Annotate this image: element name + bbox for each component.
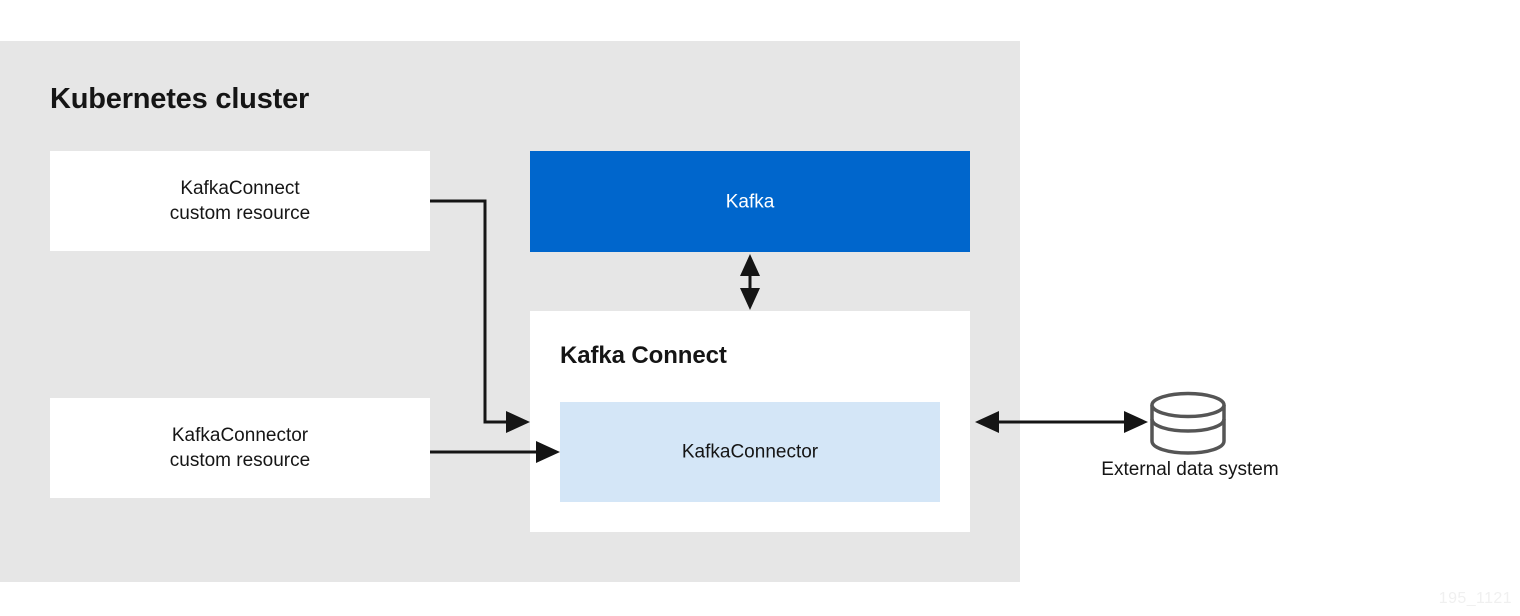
database-cylinder-icon xyxy=(1150,391,1226,455)
kafkaconnector-cr-label-line1: KafkaConnector xyxy=(171,425,309,446)
cluster-title: Kubernetes cluster xyxy=(50,83,310,115)
kafkaconnector-instance-label: KafkaConnector xyxy=(681,441,819,463)
kafkaconnect-cr-label-line2: custom resource xyxy=(169,203,311,224)
kafka-box: Kafka xyxy=(530,151,970,252)
kafkaconnect-cr-label-line1: KafkaConnect xyxy=(180,178,300,199)
kafkaconnector-custom-resource-box: KafkaConnector custom resource xyxy=(50,398,430,498)
kafkaconnector-cr-label-line2: custom resource xyxy=(169,450,311,471)
external-data-system-label: External data system xyxy=(1101,459,1279,480)
kafkaconnect-custom-resource-box: KafkaConnect custom resource xyxy=(50,151,430,251)
kafkaconnect-cr-label: KafkaConnect custom resource xyxy=(50,176,430,226)
kafkaconnector-cr-label: KafkaConnector custom resource xyxy=(50,423,430,473)
kafkaconnector-instance-box: KafkaConnector xyxy=(560,402,940,502)
kafka-label: Kafka xyxy=(725,191,775,212)
watermark: 195_1121 xyxy=(1438,590,1512,607)
kafka-connect-heading: Kafka Connect xyxy=(560,342,727,369)
